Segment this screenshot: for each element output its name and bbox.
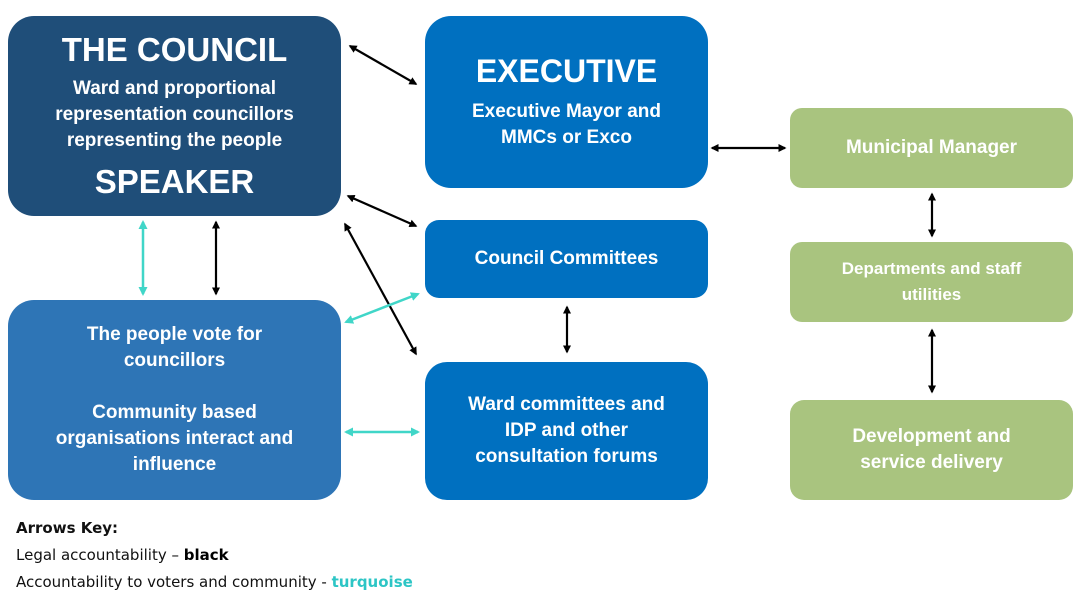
council-committees-label: Council Committees — [474, 248, 659, 269]
executive-line-2: MMCs or Exco — [501, 127, 632, 148]
council-line-2: representation councillors — [55, 104, 294, 125]
development-line-2: service delivery — [860, 452, 1003, 473]
departments-line-2: utilities — [901, 285, 962, 304]
arrows-key: Arrows Key: Legal accountability – black… — [16, 515, 413, 596]
executive-title: EXECUTIVE — [475, 53, 658, 89]
municipal-manager-box: Municipal Manager — [790, 108, 1073, 188]
departments-line-1: Departments and staff — [841, 259, 1022, 278]
ward-committees-line-3: consultation forums — [475, 446, 658, 467]
people-line-4: organisations interact and — [55, 428, 294, 449]
arrow-council-ward-committees — [344, 222, 417, 356]
council-line-3: representing the people — [66, 130, 283, 151]
council-committees-box: Council Committees — [425, 220, 708, 298]
arrow-people-committees — [344, 292, 420, 324]
people-line-3: Community based — [92, 402, 257, 423]
development-box: Development and service delivery — [790, 400, 1073, 500]
people-box: The people vote for councillors Communit… — [8, 300, 341, 500]
people-line-5: influence — [132, 454, 217, 475]
people-line-1: The people vote for — [86, 324, 263, 345]
development-line-1: Development and — [852, 426, 1011, 447]
departments-box: Departments and staff utilities — [790, 242, 1073, 322]
arrows-key-legal-color: black — [183, 546, 229, 564]
ward-committees-line-1: Ward committees and — [468, 394, 665, 415]
council-line-1: Ward and proportional — [72, 78, 276, 99]
speaker-title: SPEAKER — [94, 163, 255, 200]
council-title: THE COUNCIL — [61, 31, 288, 68]
arrow-council-committees — [346, 194, 418, 228]
arrows-key-heading: Arrows Key: — [16, 519, 119, 537]
executive-line-1: Executive Mayor and — [471, 101, 662, 122]
arrows-key-voters: Accountability to voters and community -… — [16, 569, 413, 596]
arrow-council-executive — [348, 45, 418, 85]
ward-committees-box: Ward committees and IDP and other consul… — [425, 362, 708, 500]
municipal-manager-label: Municipal Manager — [845, 137, 1018, 158]
arrows-key-voters-text: Accountability to voters and community - — [16, 573, 332, 591]
arrows-key-legal-text: Legal accountability – — [16, 546, 184, 564]
ward-committees-line-2: IDP and other — [504, 420, 629, 441]
people-line-2: councillors — [123, 350, 226, 371]
executive-box: EXECUTIVE Executive Mayor and MMCs or Ex… — [425, 16, 708, 188]
arrows-key-legal: Legal accountability – black — [16, 542, 413, 569]
arrows-key-voters-color: turquoise — [331, 573, 413, 591]
council-box: THE COUNCIL Ward and proportional repres… — [8, 16, 341, 216]
